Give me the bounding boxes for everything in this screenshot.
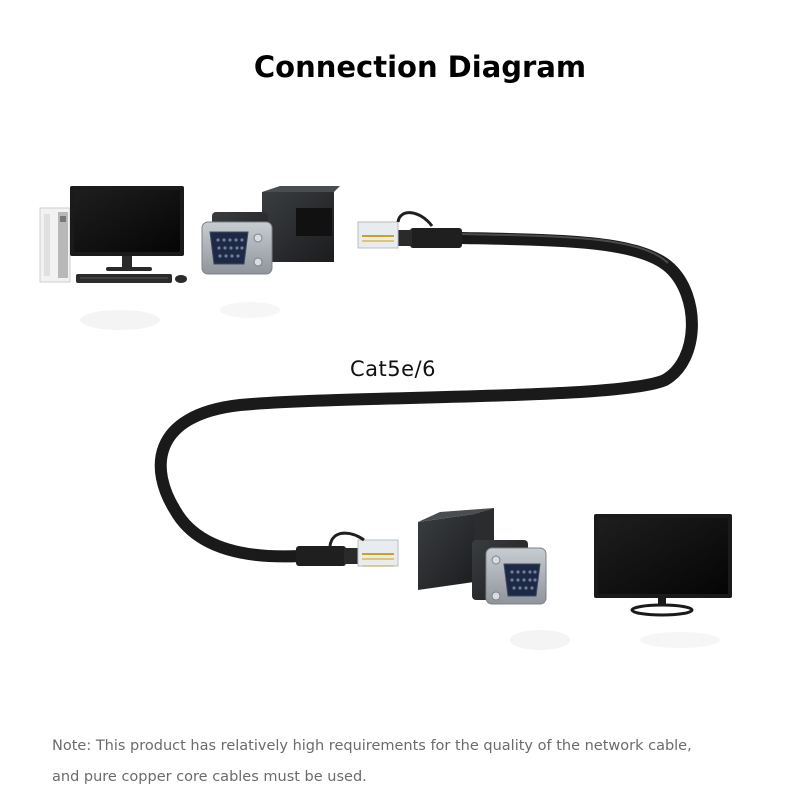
cable-type-label: Cat5e/6 [350, 357, 436, 381]
note-line-1: Note: This product has relatively high r… [52, 738, 692, 754]
diagram-title: Connection Diagram [253, 50, 587, 84]
network-cable [154, 232, 698, 563]
rj45-plug-bottom [296, 531, 399, 567]
rj45-plug-top [357, 211, 462, 249]
vga-adapter-bottom [418, 508, 547, 605]
pc-tower [39, 207, 71, 283]
vga-adapter-top [201, 186, 340, 275]
note-line-2: and pure copper core cables must be used… [52, 769, 367, 785]
display-monitor [594, 514, 732, 617]
note-text: Note: This product has relatively high r… [52, 731, 772, 793]
mouse [175, 275, 187, 283]
keyboard [76, 274, 172, 283]
pc-monitor [70, 186, 184, 271]
